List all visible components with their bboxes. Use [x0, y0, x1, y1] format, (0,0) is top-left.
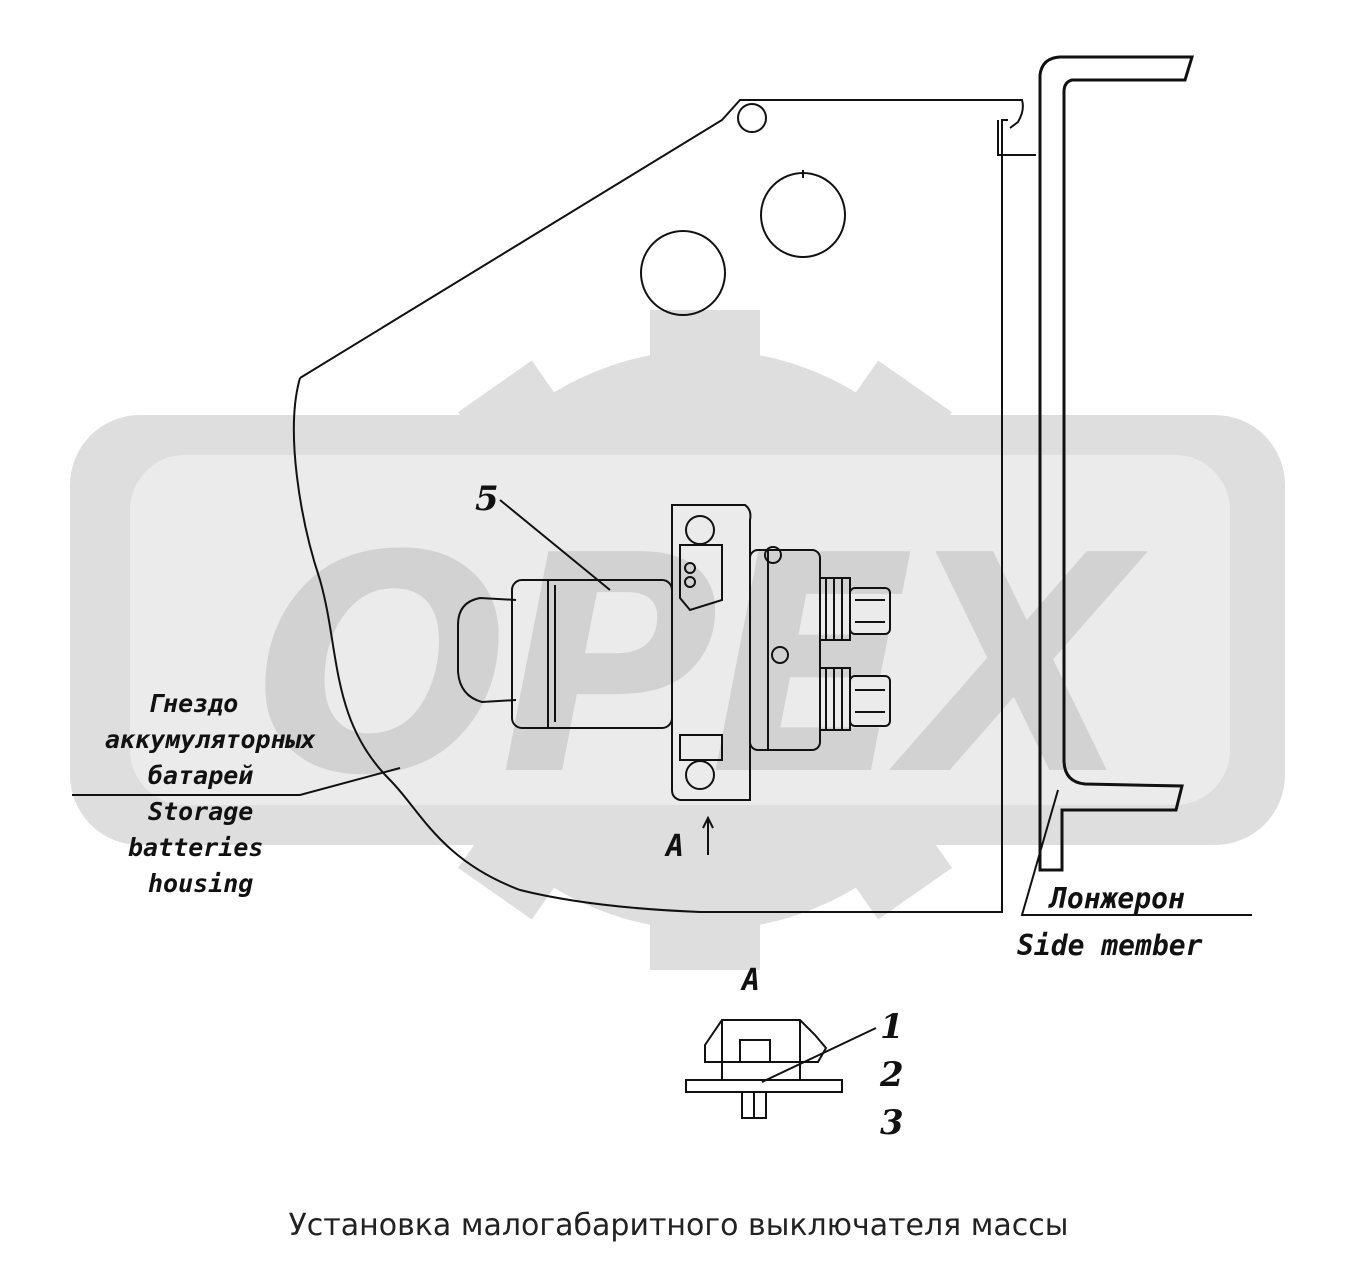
view-a-title: A — [740, 963, 760, 998]
housing-hole-upper — [760, 172, 846, 258]
view-marker-a: A — [664, 829, 684, 864]
terminal-block — [749, 549, 821, 751]
housing-ru-line2: аккумуляторных — [105, 725, 316, 754]
mass-switch — [457, 504, 891, 801]
battery-housing — [292, 99, 1036, 913]
switch-knob — [457, 596, 517, 704]
housing-en-line1: Storage — [148, 797, 253, 826]
watermark-logo: OPEX — [70, 310, 1285, 970]
member-label-ru: Лонжерон — [1048, 882, 1185, 915]
terminal-upper — [819, 577, 891, 641]
housing-en-line3: housing — [148, 869, 253, 898]
housing-en-line2: batteries — [128, 833, 263, 862]
callout-2: 2 — [879, 1055, 904, 1095]
mounting-plate — [671, 504, 752, 801]
housing-hole-lower — [640, 230, 726, 316]
watermark-text: OPEX — [254, 492, 1148, 841]
member-label-en: Side member — [1017, 929, 1203, 962]
callout-5: 5 — [475, 479, 499, 519]
view-arrow — [702, 815, 714, 855]
leader-5 — [499, 499, 611, 591]
figure-caption: Установка малогабаритного выключателя ма… — [288, 1208, 1069, 1243]
terminal-lower — [819, 667, 891, 731]
callout-3: 3 — [880, 1103, 904, 1143]
side-member — [1020, 55, 1252, 916]
svg-text:Гнездо аккумуляторных: Гнездо аккумуляторных батарей Storage ba… — [105, 689, 331, 898]
housing-ru-line3: батарей — [148, 761, 253, 790]
callout-1: 1 — [880, 1007, 904, 1047]
housing-leader — [72, 767, 401, 796]
view-a-detail — [685, 1019, 877, 1119]
housing-ru-line1: Гнездо — [148, 689, 238, 718]
leader-1 — [761, 1027, 877, 1083]
